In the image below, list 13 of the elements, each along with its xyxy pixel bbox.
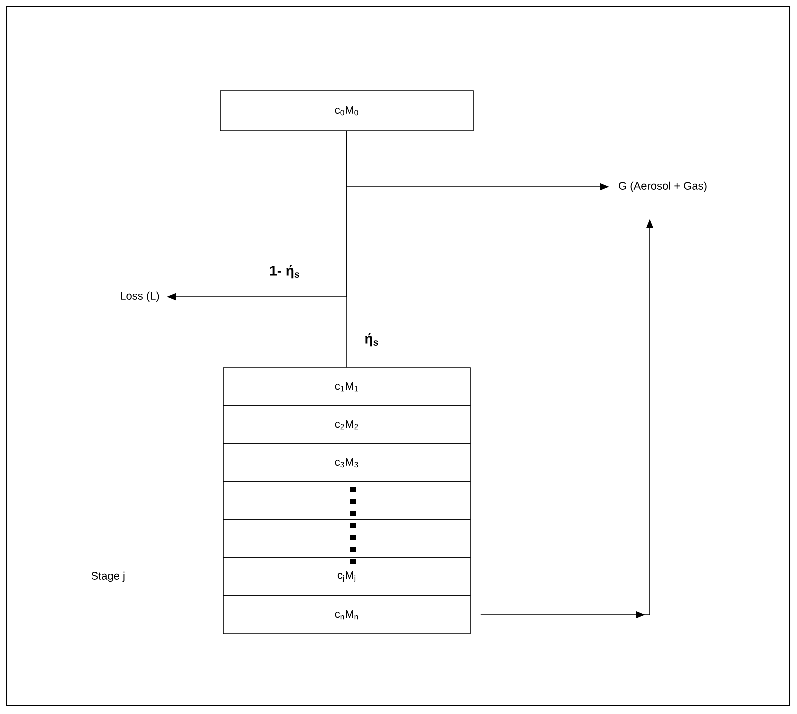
inlet-box: c$_{0}$M$_{0}$ <box>220 90 474 132</box>
stage-box <box>223 482 471 520</box>
stage-label: Stage j <box>92 572 125 582</box>
stage-box: c$_{1}$M$_{1}$ <box>223 368 471 406</box>
stage-box: c$_{n}$M$_{n}$ <box>223 596 471 634</box>
stage-box <box>223 520 471 558</box>
edge-label: 1- ή$_{s}$ <box>270 265 300 279</box>
flow-label: G (Aerosol + Gas) <box>619 182 707 192</box>
edge-label: ή$_{s}$ <box>366 333 378 347</box>
stage-box: c$_{3}$M$_{3}$ <box>223 444 471 482</box>
flow-label: Loss (L) <box>121 292 160 302</box>
stage-box: c$_{j}$M$_{j}$ <box>223 558 471 596</box>
stage-box: c$_{2}$M$_{2}$ <box>223 406 471 444</box>
